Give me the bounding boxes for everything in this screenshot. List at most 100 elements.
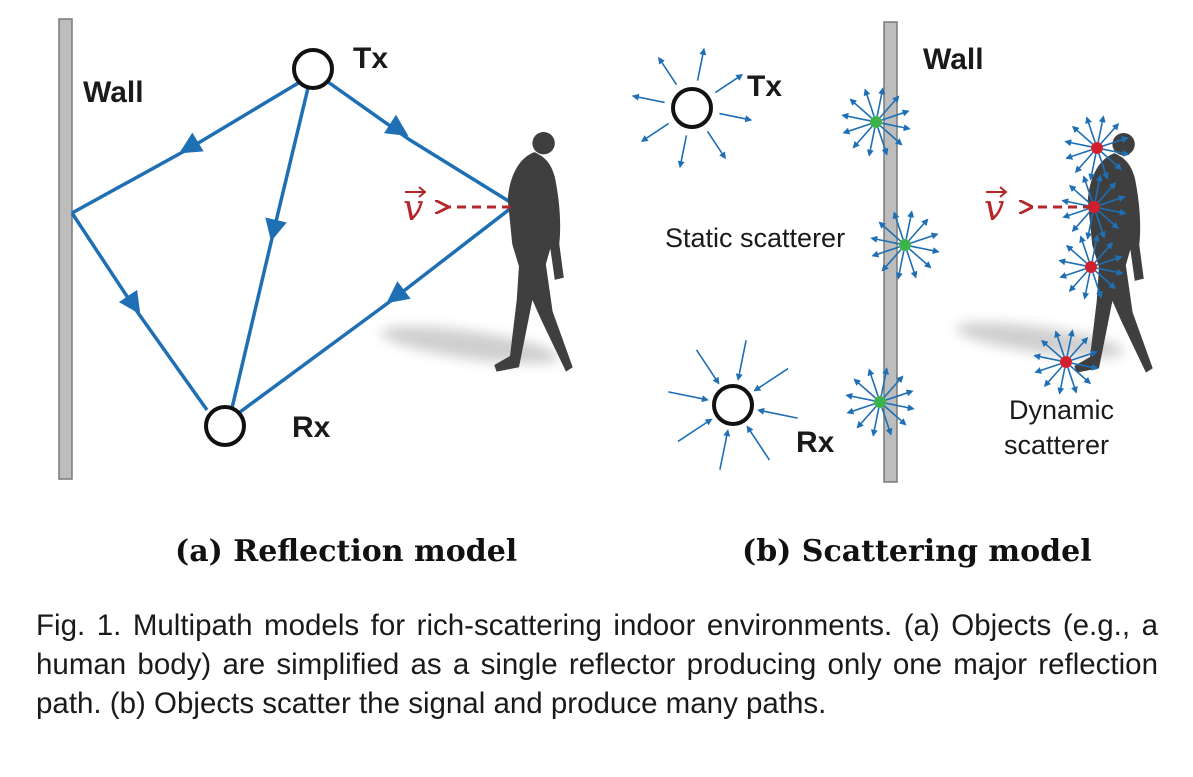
vector-hat-icon	[405, 186, 427, 198]
dynamic-scatter-ray	[1098, 153, 1109, 180]
panel-b: Wall Tx Rx Static scatterer Dynamic scat…	[631, 21, 1153, 569]
dynamic-scatter-ray	[1071, 210, 1091, 233]
dynamic-scatter-ray	[1065, 244, 1088, 264]
dynamic-scatter-ray	[1100, 122, 1120, 145]
path-human-rx	[238, 203, 517, 414]
static-scatter-ray	[881, 122, 911, 132]
scatter-bursts	[631, 47, 1130, 470]
arrow-icon	[118, 289, 141, 315]
dynamic-scatter-ray	[1102, 136, 1129, 147]
dynamic-scatter-ray	[1092, 272, 1103, 299]
wall-b-label: Wall	[923, 43, 984, 76]
dynamic-scatter-ray	[1079, 235, 1090, 262]
static-scatter-ray	[883, 375, 904, 399]
dynamic-scatter-ray	[1068, 270, 1088, 293]
dynamic-scatterer-dot	[1060, 356, 1072, 368]
dynamic-scatter-ray	[1091, 234, 1100, 262]
direction-arrows	[118, 114, 411, 315]
static-scatter-ray	[885, 389, 914, 401]
dynamic-scatter-ray	[1082, 272, 1091, 300]
static-scatterer-dot	[899, 239, 911, 251]
static-scatter-ray	[852, 125, 873, 149]
static-scatter-ray	[846, 403, 875, 415]
tx-b-label: Tx	[747, 70, 782, 103]
dynamic-scatter-ray	[1040, 339, 1063, 359]
tx-emission-ray	[714, 74, 744, 94]
arrow-icon	[384, 114, 409, 136]
static-scatter-ray	[863, 88, 875, 117]
rx-reception-ray	[746, 425, 771, 461]
dynamic-scatter-ray	[1069, 336, 1089, 359]
tx-emission-ray	[696, 47, 707, 81]
static-scatter-ray	[892, 211, 904, 240]
dynamic-scatterer-label-line2: scatterer	[1004, 430, 1109, 460]
dynamic-scatter-ray	[1088, 153, 1097, 181]
static-scatterer-label: Static scatterer	[665, 223, 845, 253]
static-scatter-ray	[879, 95, 900, 119]
static-scatter-ray	[876, 87, 886, 117]
dynamic-scatter-ray	[1099, 195, 1126, 206]
static-scatter-ray	[870, 407, 880, 437]
tx-a-label: Tx	[353, 42, 388, 75]
subcaption-b: (b) Scattering model	[742, 534, 1092, 569]
dynamic-scatter-ray	[1094, 270, 1117, 290]
tx-emission-ray	[706, 130, 726, 160]
static-scatter-ray	[856, 405, 877, 429]
human-shadow-a	[380, 326, 560, 364]
rx-reception-ray	[719, 429, 731, 470]
dynamic-scatter-ray	[1054, 330, 1065, 357]
dynamic-scatter-ray	[1099, 207, 1127, 216]
tx-emission-ray	[631, 93, 665, 104]
dynamic-scatter-ray	[1100, 151, 1123, 171]
static-scatter-ray	[870, 235, 900, 245]
dynamic-scatter-ray	[1059, 268, 1086, 279]
dynamic-scatter-ray	[1061, 198, 1089, 207]
vector-hat-icon	[986, 186, 1008, 198]
static-scatter-ray	[880, 367, 890, 397]
dynamic-scatter-ray	[1066, 329, 1075, 357]
dynamic-scatterer-dot	[1088, 201, 1100, 213]
dynamic-scatter-ray	[1065, 149, 1092, 160]
static-scatter-ray	[908, 218, 929, 242]
static-scatter-ray	[910, 245, 940, 255]
wall-a-label: Wall	[83, 76, 144, 109]
static-scatter-ray	[905, 210, 915, 240]
tx-emission-ray	[640, 122, 670, 142]
velocity-a-label: v	[403, 188, 423, 229]
human-silhouette-a	[494, 132, 573, 372]
dynamic-scatter-ray	[1074, 151, 1094, 174]
dynamic-scatter-ray	[1082, 175, 1093, 202]
dynamic-scatter-ray	[1033, 353, 1061, 362]
rx-reception-ray	[695, 349, 720, 385]
dynamic-scatter-ray	[1064, 139, 1092, 148]
panel-a: Wall Tx Rx v (a) Reflectio	[58, 18, 573, 569]
static-scatter-ray	[841, 112, 871, 122]
static-scatterer-dot	[870, 116, 882, 128]
static-scatter-ray	[881, 407, 893, 436]
static-scatter-ray	[866, 127, 876, 157]
wall-a	[58, 18, 73, 480]
dynamic-scatter-ray	[1097, 210, 1120, 230]
dynamic-scatter-ray	[1071, 350, 1098, 361]
rx-reception-ray	[735, 340, 747, 381]
velocity-b-label: v	[984, 188, 1004, 229]
dynamic-scatter-ray	[1071, 125, 1094, 145]
rx-a-label: Rx	[292, 411, 331, 444]
multipath-figure: Wall Tx Rx v (a) Reflectio	[58, 18, 1153, 569]
dynamic-scatter-ray	[1096, 255, 1123, 266]
rx-node-b	[712, 384, 754, 426]
dynamic-scatterer-dot	[1085, 261, 1097, 273]
dynamic-scatter-ray	[1043, 365, 1063, 388]
rx-node-a	[204, 405, 246, 447]
rx-reception-ray	[753, 367, 789, 392]
dynamic-scatter-ray	[1102, 148, 1130, 157]
rx-b-label: Rx	[796, 426, 835, 459]
dynamic-scatter-ray	[1085, 116, 1096, 143]
figure-caption: Fig. 1. Multipath models for rich-scatte…	[36, 609, 1158, 720]
tx-emission-ray	[658, 56, 678, 86]
dynamic-scatter-ray	[1071, 362, 1099, 371]
tx-emission-ray	[677, 135, 688, 169]
human-shadow-b	[955, 322, 1125, 358]
static-scatter-ray	[906, 250, 918, 279]
tx-node-b	[671, 87, 713, 129]
